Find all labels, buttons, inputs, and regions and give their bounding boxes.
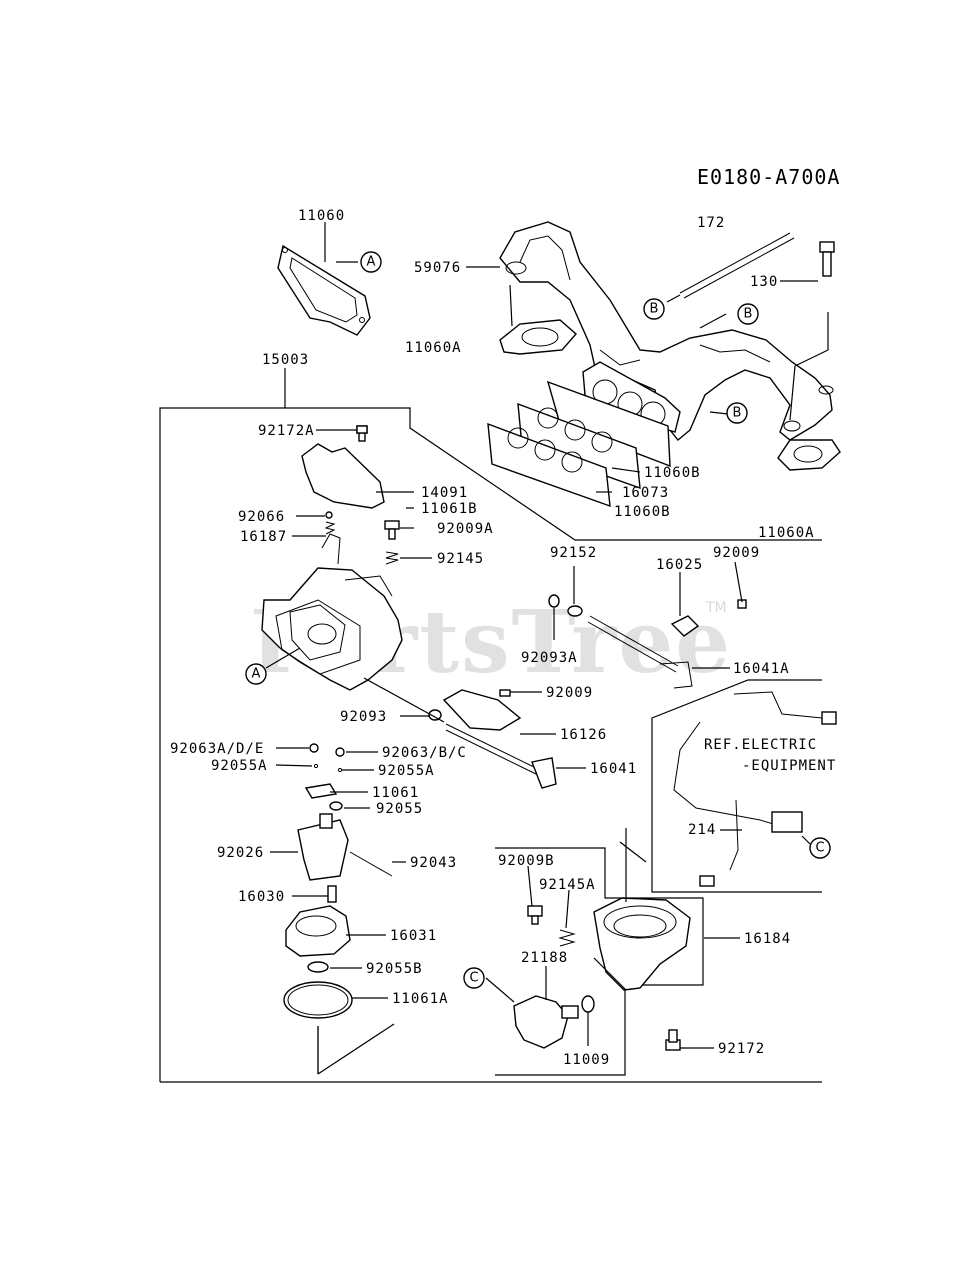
part-label-59076: 59076 (414, 260, 461, 276)
svg-text:B: B (733, 406, 742, 421)
part-label-16041: 16041 (590, 761, 637, 777)
part-label-11061: 11061 (372, 785, 419, 801)
throttle-shaft (548, 594, 747, 689)
reference-electric-line1: REF.ELECTRIC (704, 737, 817, 753)
part-label-92026: 92026 (217, 845, 264, 861)
stud-172 (679, 232, 795, 299)
part-label-92066: 92066 (238, 509, 285, 525)
choke-assembly (428, 689, 557, 789)
part-label-172: 172 (697, 215, 725, 231)
callout-circle-b-3: B (726, 402, 748, 424)
svg-text:A: A (252, 667, 261, 682)
part-label-16073: 16073 (622, 485, 669, 501)
bracket-14091 (301, 443, 385, 509)
part-label-92055A-left: 92055A (211, 758, 268, 774)
svg-text:C: C (469, 971, 478, 986)
callout-circle-c-right: C (809, 837, 831, 859)
part-label-11009: 11009 (563, 1052, 610, 1068)
part-label-92093A: 92093A (521, 650, 578, 666)
bolt-130 (819, 241, 835, 277)
part-label-11060A-right: 11060A (758, 525, 815, 541)
callout-circle-a-top: A (360, 251, 382, 273)
part-label-92063BC: 92063/B/C (382, 745, 467, 761)
part-label-16025: 16025 (656, 557, 703, 573)
gasket-11060A-left (499, 319, 577, 355)
part-label-92172: 92172 (718, 1041, 765, 1057)
svg-text:C: C (815, 841, 824, 856)
watermark-trademark: TM (705, 600, 727, 616)
part-label-16187: 16187 (240, 529, 287, 545)
part-label-92009-top: 92009 (713, 545, 760, 561)
gasket-11060A-right (777, 439, 841, 471)
callout-circle-b-2: B (737, 303, 759, 325)
part-label-21188: 21188 (521, 950, 568, 966)
intake-manifold (499, 221, 834, 441)
callout-circle-a-bottom: A (245, 663, 267, 685)
part-label-92152: 92152 (550, 545, 597, 561)
part-label-92009-mid: 92009 (546, 685, 593, 701)
part-label-92009B: 92009B (498, 853, 555, 869)
part-label-92055: 92055 (376, 801, 423, 817)
part-label-92043: 92043 (410, 855, 457, 871)
part-label-92009A: 92009A (437, 521, 494, 537)
svg-text:A: A (367, 255, 376, 270)
part-label-11060A-left: 11060A (405, 340, 462, 356)
part-label-11061B: 11061B (421, 501, 478, 517)
leader-lines (265, 222, 829, 1049)
gasket-stack (487, 380, 671, 508)
reference-electric-line2: -EQUIPMENT (742, 758, 836, 774)
carburetor-body (261, 533, 403, 691)
part-label-92055A-right: 92055A (378, 763, 435, 779)
part-label-92093: 92093 (340, 709, 387, 725)
svg-text:B: B (744, 307, 753, 322)
diagram-code: E0180-A700A (697, 165, 840, 189)
part-label-14091: 14091 (421, 485, 468, 501)
part-label-16184: 16184 (744, 931, 791, 947)
part-label-11060B-upper: 11060B (644, 465, 701, 481)
part-label-15003: 15003 (262, 352, 309, 368)
part-label-92145: 92145 (437, 551, 484, 567)
part-label-214: 214 (688, 822, 716, 838)
part-label-92172A: 92172A (258, 423, 315, 439)
callout-circle-c-left: C (463, 967, 485, 989)
callout-circle-b-1: B (643, 298, 665, 320)
float-bowl-parts (283, 743, 395, 1075)
part-label-11060: 11060 (298, 208, 345, 224)
part-label-92063ADE: 92063A/D/E (170, 741, 264, 757)
part-label-92055B: 92055B (366, 961, 423, 977)
part-label-16030: 16030 (238, 889, 285, 905)
part-label-16041A: 16041A (733, 661, 790, 677)
frame-lines (159, 368, 822, 1083)
part-label-11061A: 11061A (392, 991, 449, 1007)
fuel-cut-parts (513, 897, 691, 1051)
part-label-11060B-lower: 11060B (614, 504, 671, 520)
gasket-11060 (277, 244, 371, 336)
part-label-92145A: 92145A (539, 877, 596, 893)
wiring-harness-214 (673, 691, 837, 887)
part-label-130: 130 (750, 274, 778, 290)
part-label-16126: 16126 (560, 727, 607, 743)
part-label-16031: 16031 (390, 928, 437, 944)
svg-text:B: B (650, 302, 659, 317)
